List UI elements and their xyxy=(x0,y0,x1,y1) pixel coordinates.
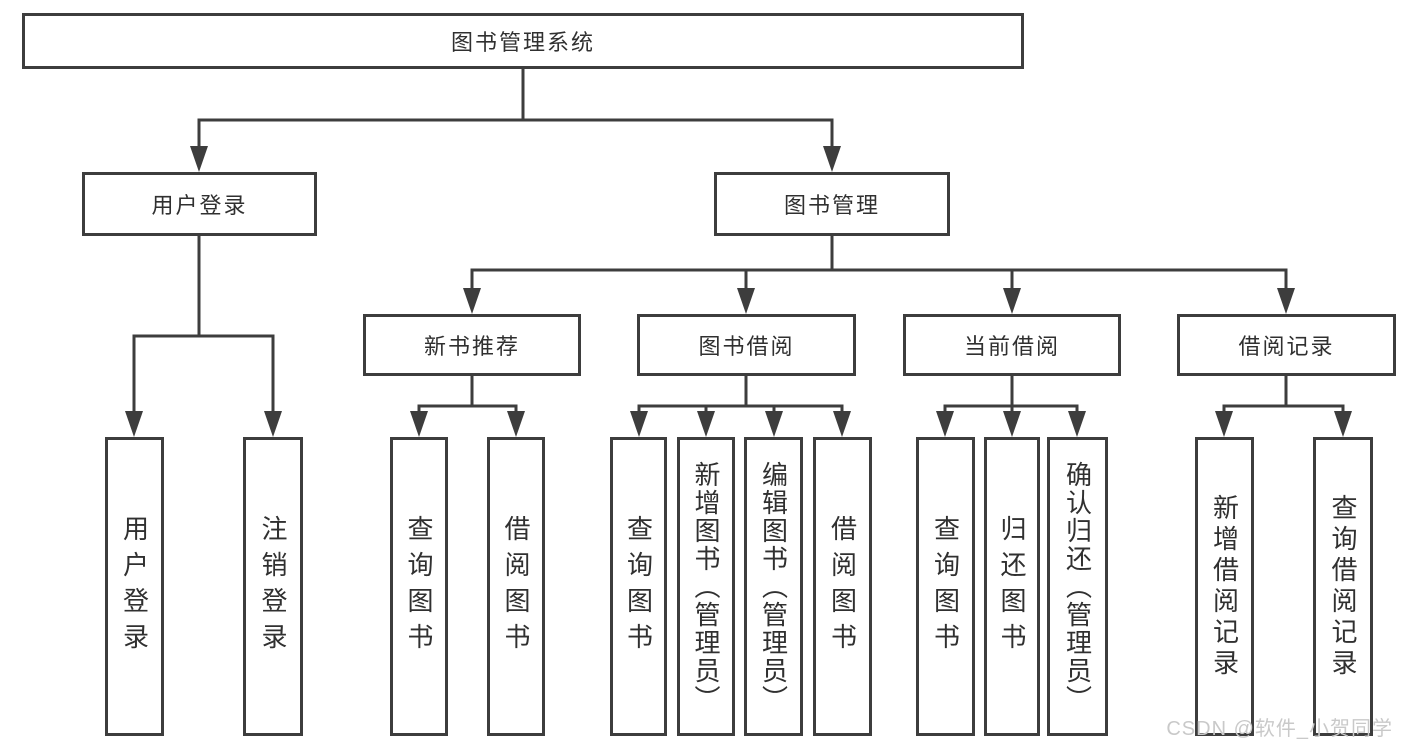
node-leaf-add-book-admin-label: 新增图书（管理员） xyxy=(691,460,721,713)
node-leaf-borrow-books-2-label: 借阅图书 xyxy=(827,514,858,659)
node-book-management-label: 图书管理 xyxy=(783,193,880,218)
node-leaf-logout: 注销登录 xyxy=(243,437,303,736)
arrowheads xyxy=(125,146,1352,437)
node-leaf-confirm-return-admin: 确认归还（管理员） xyxy=(1047,437,1108,736)
node-current-borrow: 当前借阅 xyxy=(903,314,1121,376)
watermark: CSDN @软件_小贺同学 xyxy=(1166,718,1393,740)
node-current-borrow-label: 当前借阅 xyxy=(963,334,1060,359)
node-leaf-borrow-books-1-label: 借阅图书 xyxy=(501,514,531,659)
node-user-login-label: 用户登录 xyxy=(151,193,248,218)
node-leaf-add-book-admin: 新增图书（管理员） xyxy=(677,437,735,736)
node-leaf-user-login-label: 用户登录 xyxy=(119,514,150,659)
node-leaf-return-book: 归还图书 xyxy=(984,437,1040,736)
node-new-book-recommend-label: 新书推荐 xyxy=(423,334,520,359)
node-root-label: 图书管理系统 xyxy=(450,30,595,55)
node-leaf-borrow-books-2: 借阅图书 xyxy=(813,437,872,736)
node-leaf-query-borrow-record: 查询借阅记录 xyxy=(1313,437,1373,736)
node-user-login: 用户登录 xyxy=(82,172,317,236)
node-leaf-add-borrow-record-label: 新增借阅记录 xyxy=(1209,493,1240,680)
node-leaf-query-books-1: 查询图书 xyxy=(390,437,448,736)
node-leaf-query-books-2-label: 查询图书 xyxy=(623,514,654,659)
node-leaf-query-books-3-label: 查询图书 xyxy=(930,514,961,659)
node-borrow-records: 借阅记录 xyxy=(1177,314,1396,376)
node-book-management: 图书管理 xyxy=(714,172,950,236)
node-new-book-recommend: 新书推荐 xyxy=(363,314,581,376)
node-leaf-add-borrow-record: 新增借阅记录 xyxy=(1195,437,1254,736)
node-leaf-return-book-label: 归还图书 xyxy=(997,514,1027,659)
node-book-borrow-label: 图书借阅 xyxy=(698,334,795,359)
node-leaf-logout-label: 注销登录 xyxy=(258,514,288,659)
node-leaf-borrow-books-1: 借阅图书 xyxy=(487,437,545,736)
node-leaf-edit-book-admin-label: 编辑图书（管理员） xyxy=(758,460,789,713)
node-leaf-query-books-3: 查询图书 xyxy=(916,437,975,736)
node-leaf-user-login: 用户登录 xyxy=(105,437,164,736)
node-leaf-query-books-1-label: 查询图书 xyxy=(404,514,434,659)
node-leaf-confirm-return-admin-label: 确认归还（管理员） xyxy=(1062,460,1093,713)
node-root: 图书管理系统 xyxy=(22,13,1024,69)
node-leaf-query-books-2: 查询图书 xyxy=(610,437,667,736)
node-book-borrow: 图书借阅 xyxy=(637,314,856,376)
node-leaf-query-borrow-record-label: 查询借阅记录 xyxy=(1328,493,1358,680)
node-leaf-edit-book-admin: 编辑图书（管理员） xyxy=(744,437,803,736)
node-borrow-records-label: 借阅记录 xyxy=(1238,334,1335,359)
